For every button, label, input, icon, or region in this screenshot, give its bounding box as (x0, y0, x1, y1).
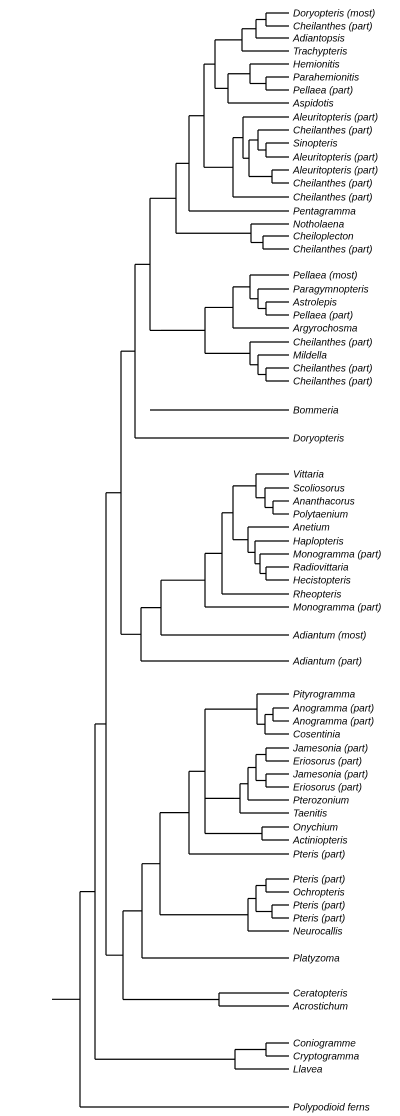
taxon-label: Pellaea (part) (293, 86, 353, 97)
taxon-label: Cheilanthes (part) (293, 22, 372, 33)
taxon-label: Doryopteris (most) (293, 9, 375, 20)
taxon-label: Vittaria (293, 470, 324, 481)
taxon-label: Pteris (part) (293, 850, 345, 861)
taxon-label: Cheilanthes (part) (293, 364, 372, 375)
taxon-label: Pentagramma (293, 207, 356, 218)
taxon-label: Ananthacorus (292, 497, 355, 508)
taxon-label: Neurocallis (293, 927, 342, 938)
taxon-labels: Doryopteris (most)Cheilanthes (part)Adia… (292, 9, 381, 1114)
taxon-label: Hemionitis (293, 60, 340, 71)
taxon-label: Astrolepis (292, 298, 337, 309)
taxon-label: Eriosorus (part) (293, 783, 362, 794)
taxon-label: Aspidotis (292, 99, 334, 110)
taxon-label: Platyzoma (293, 954, 340, 965)
taxon-label: Ceratopteris (293, 989, 347, 1000)
taxon-label: Rheopteris (293, 590, 341, 601)
taxon-label: Parahemionitis (293, 73, 359, 84)
taxon-label: Doryopteris (293, 434, 344, 445)
taxon-label: Monogramma (part) (293, 603, 381, 614)
taxon-label: Pityrogramma (293, 690, 356, 701)
taxon-label: Scoliosorus (293, 484, 345, 495)
taxon-label: Bommeria (293, 406, 339, 417)
taxon-label: Actiniopteris (292, 836, 347, 847)
taxon-label: Aleuritopteris (part) (292, 113, 378, 124)
taxon-label: Pteris (part) (293, 875, 345, 886)
taxon-label: Llavea (293, 1065, 323, 1076)
taxon-label: Acrostichum (292, 1002, 348, 1013)
taxon-label: Sinopteris (293, 139, 337, 150)
taxon-label: Cheilanthes (part) (293, 377, 372, 388)
taxon-label: Polypodioid ferns (293, 1103, 370, 1114)
taxon-label: Pteris (part) (293, 914, 345, 925)
taxon-label: Cryptogramma (293, 1052, 360, 1063)
taxon-label: Polytaenium (293, 510, 348, 521)
taxon-label: Hecistopteris (293, 576, 351, 587)
taxon-label: Anogramma (part) (292, 704, 374, 715)
taxon-label: Adiantopsis (292, 34, 345, 45)
taxon-label: Onychium (293, 823, 338, 834)
taxon-label: Cheilanthes (part) (293, 245, 372, 256)
taxon-label: Adiantum (most) (292, 631, 366, 642)
taxon-label: Pteris (part) (293, 901, 345, 912)
taxon-label: Adiantum (part) (292, 657, 362, 668)
taxon-label: Coniogramme (293, 1039, 356, 1050)
taxon-label: Cheiloplecton (293, 232, 354, 243)
taxon-label: Trachypteris (293, 47, 347, 58)
taxon-label: Jamesonia (part) (292, 770, 368, 781)
taxon-label: Pellaea (part) (293, 311, 353, 322)
taxon-label: Aleuritopteris (part) (292, 166, 378, 177)
taxon-label: Monogramma (part) (293, 550, 381, 561)
taxon-label: Aleuritopteris (part) (292, 153, 378, 164)
taxon-label: Ochropteris (293, 888, 345, 899)
taxon-label: Radiovittaria (293, 563, 349, 574)
taxon-label: Anogramma (part) (292, 717, 374, 728)
taxon-label: Cheilanthes (part) (293, 338, 372, 349)
taxon-label: Mildella (293, 351, 327, 362)
taxon-label: Cosentinia (293, 730, 341, 741)
taxon-label: Haplopteris (293, 537, 344, 548)
taxon-label: Cheilanthes (part) (293, 179, 372, 190)
taxon-label: Cheilanthes (part) (293, 193, 372, 204)
taxon-label: Cheilanthes (part) (293, 126, 372, 137)
taxon-label: Pellaea (most) (293, 271, 357, 282)
taxon-label: Anetium (292, 523, 330, 534)
taxon-label: Paragymnopteris (293, 285, 369, 296)
taxon-label: Taenitis (293, 809, 327, 820)
taxon-label: Argyrochosma (292, 324, 358, 335)
taxon-label: Pterozonium (293, 796, 349, 807)
taxon-label: Eriosorus (part) (293, 757, 362, 768)
taxon-label: Jamesonia (part) (292, 744, 368, 755)
taxon-label: Notholaena (293, 220, 345, 231)
tree-branches (52, 12, 289, 1108)
